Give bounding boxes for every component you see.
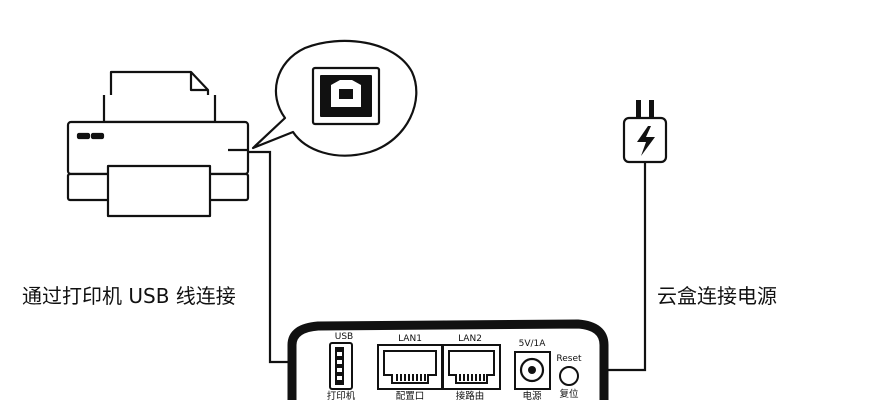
dc-power-port: 5V/1A 电源	[514, 339, 551, 400]
printer-icon	[66, 70, 250, 218]
lan2-port-label: LAN2	[458, 334, 482, 344]
usb-a-port: USB 打印机	[327, 332, 356, 400]
reset-sublabel: 复位	[559, 388, 579, 400]
power-port-sublabel: 电源	[522, 390, 542, 400]
reset-label: Reset	[556, 354, 582, 364]
lan1-port-label: LAN1	[398, 334, 422, 344]
lan2-port-sublabel: 接路由	[456, 390, 485, 400]
power-connect-caption: 云盒连接电源	[657, 284, 777, 308]
reset-button: Reset 复位	[556, 354, 582, 400]
lan1-port: LAN1 配置口	[377, 334, 443, 400]
usb-port-label: USB	[335, 332, 353, 342]
power-port-label: 5V/1A	[519, 339, 547, 349]
usb-b-port-icon	[311, 66, 381, 126]
power-adapter-icon	[622, 100, 668, 164]
usb-port-sublabel: 打印机	[327, 390, 356, 400]
lan2-port: LAN2 接路由	[442, 334, 501, 400]
lan1-port-sublabel: 配置口	[396, 391, 425, 400]
usb-b-callout	[251, 39, 418, 157]
usb-connect-caption: 通过打印机 USB 线连接	[22, 284, 236, 308]
